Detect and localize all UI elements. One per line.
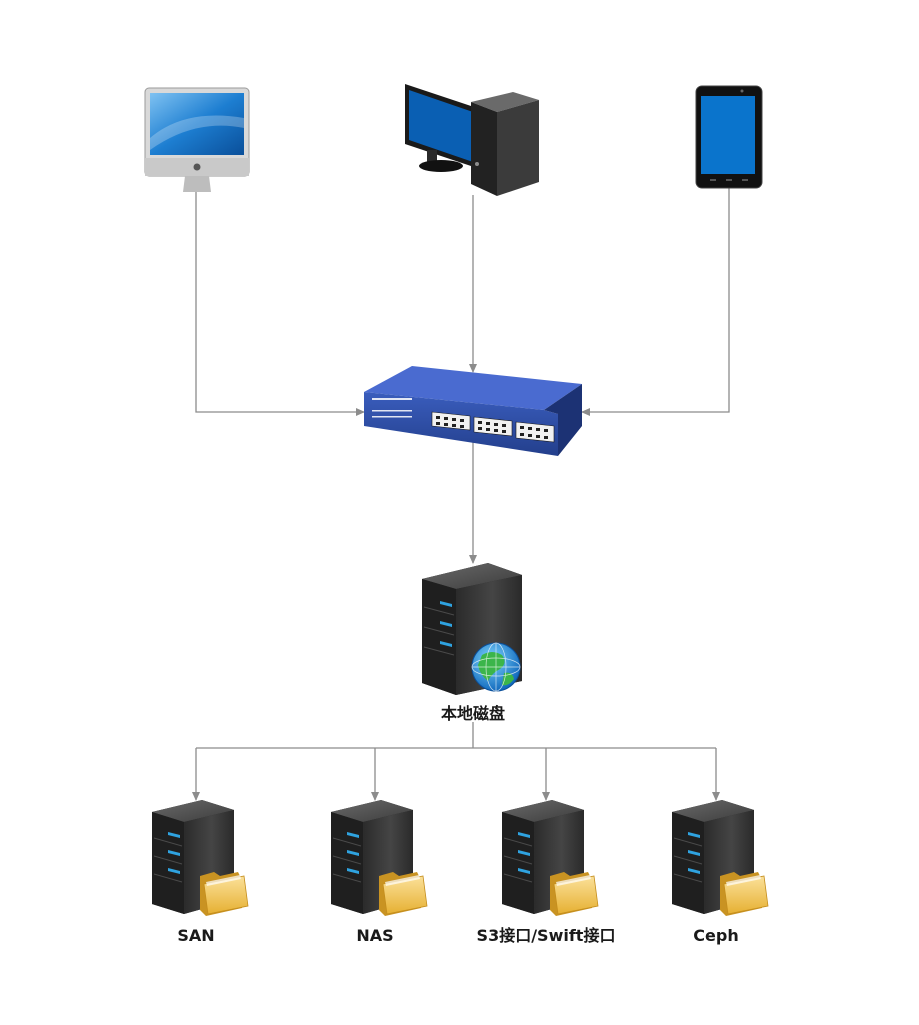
web-server-icon[interactable]	[422, 563, 522, 695]
connector-bus-local-disk	[196, 722, 716, 749]
san-label: SAN	[177, 926, 214, 945]
desktop-pc-icon[interactable]	[405, 84, 539, 196]
san-server-icon[interactable]	[151, 799, 249, 917]
ceph-label: Ceph	[693, 926, 738, 945]
connector-tablet-to-switch	[581, 188, 730, 416]
connectors	[192, 188, 730, 801]
ceph-server-icon[interactable]	[671, 799, 769, 917]
local-disk-label: 本地磁盘	[441, 704, 505, 723]
tablet-icon[interactable]	[695, 85, 763, 189]
network-switch-icon[interactable]	[364, 366, 582, 456]
imac-icon[interactable]	[144, 87, 250, 192]
connector-imac-to-switch	[195, 190, 365, 416]
nas-server-icon[interactable]	[330, 799, 428, 917]
nas-label: NAS	[356, 926, 393, 945]
s3-label: S3接口/Swift接口	[477, 926, 616, 945]
s3-server-icon[interactable]	[501, 799, 599, 917]
globe-icon	[471, 642, 521, 692]
